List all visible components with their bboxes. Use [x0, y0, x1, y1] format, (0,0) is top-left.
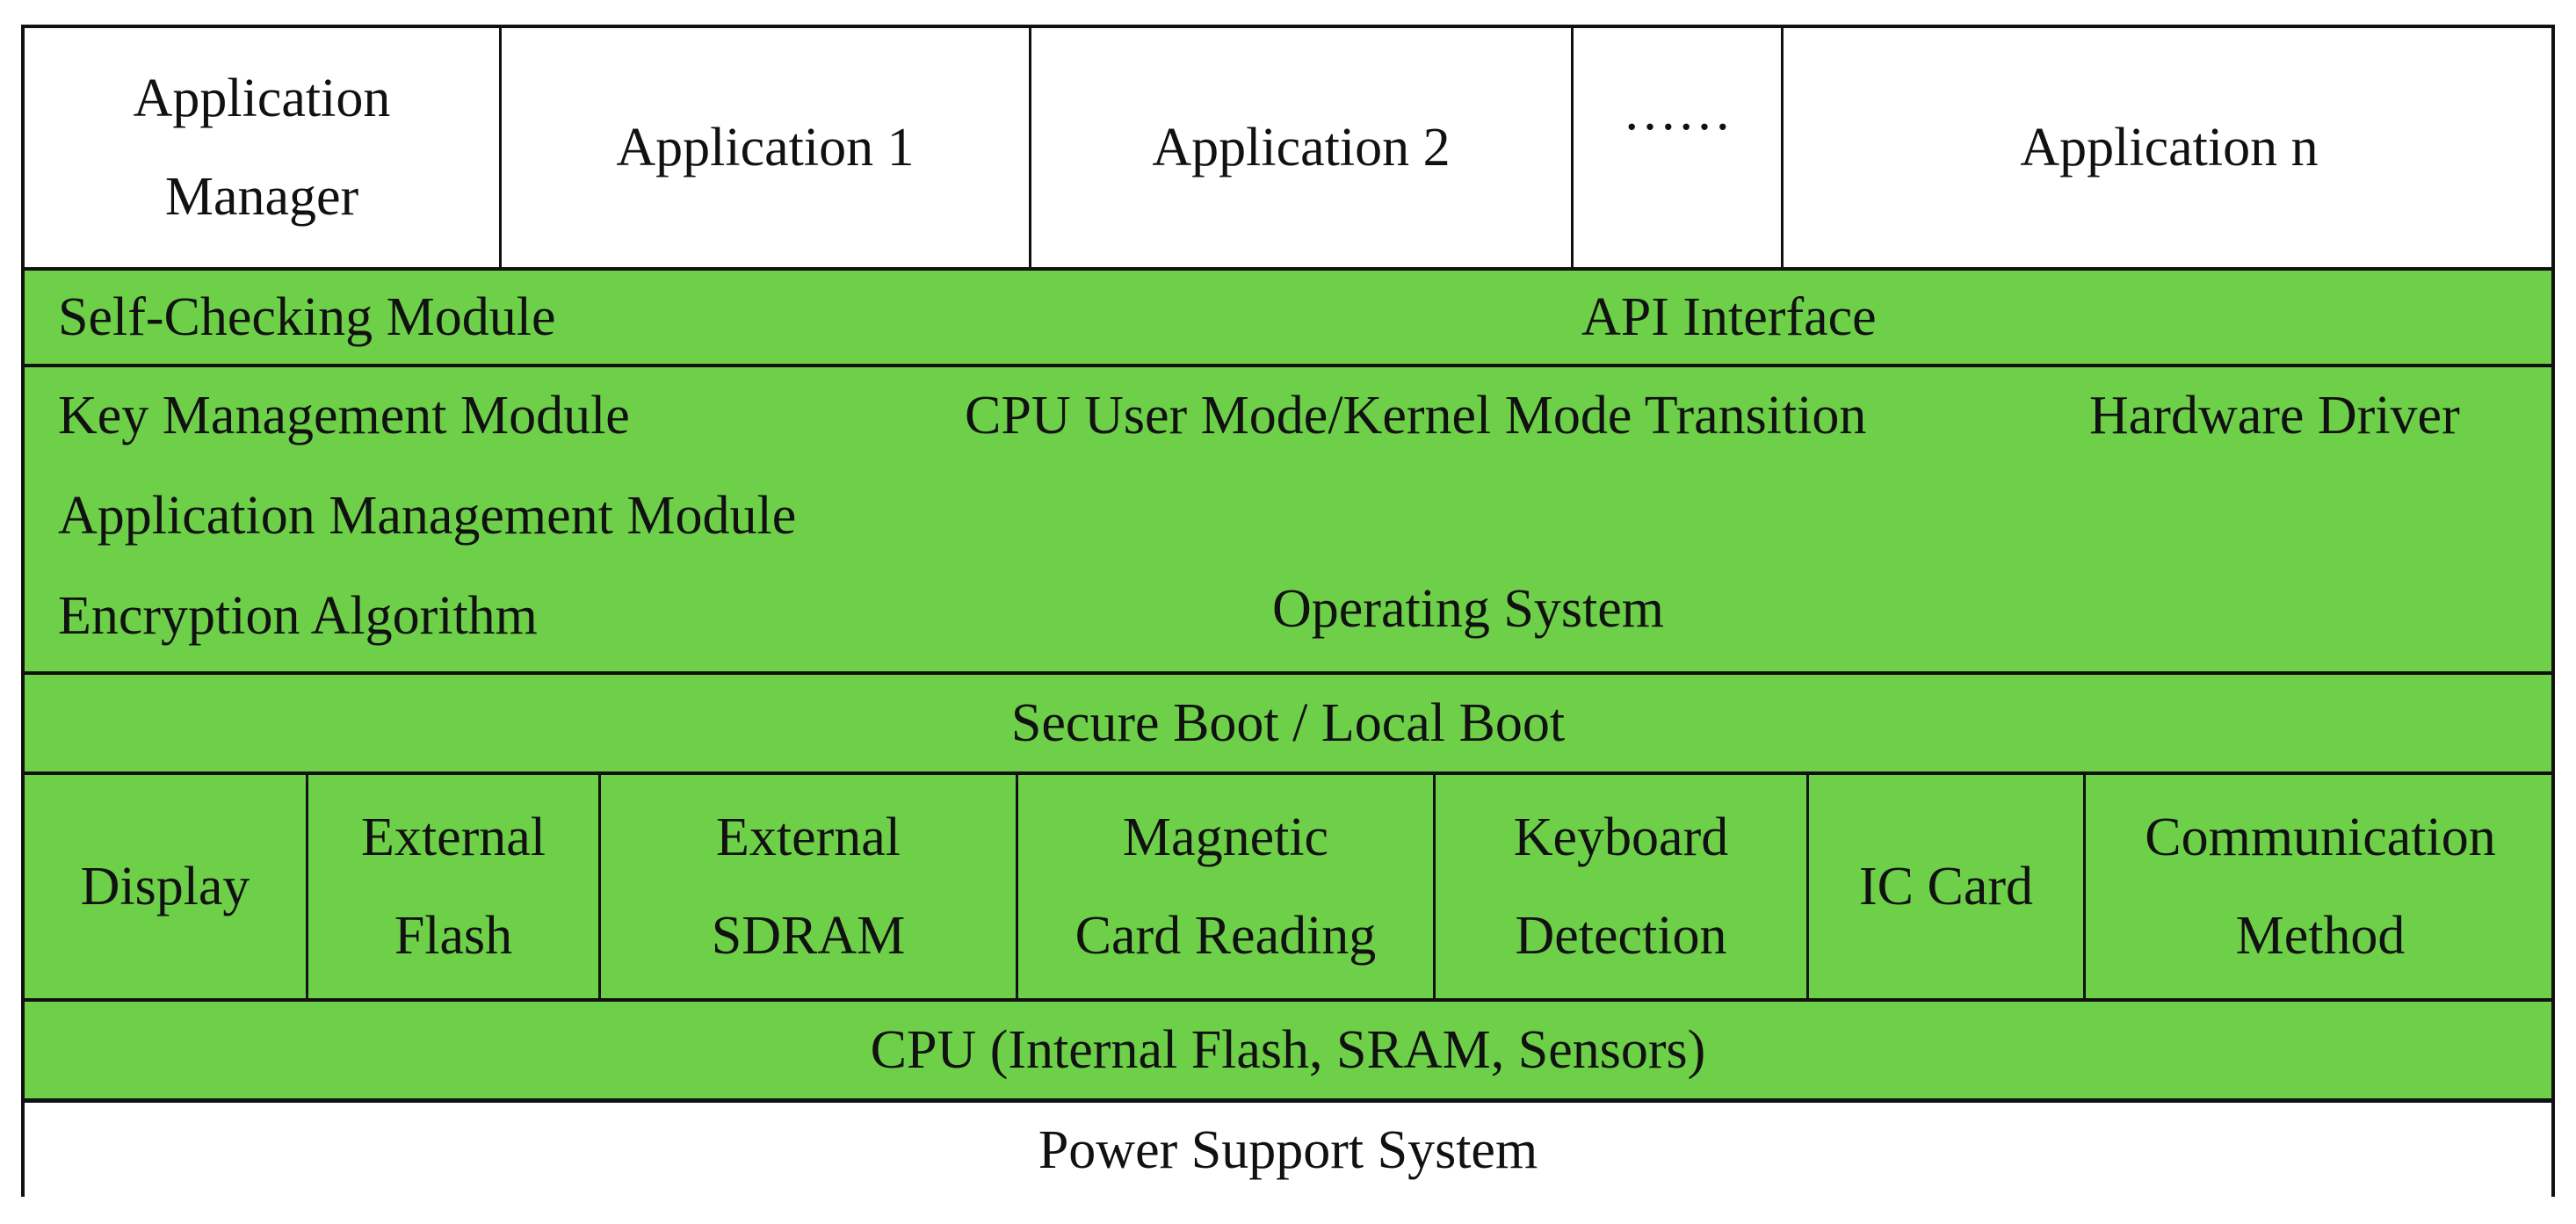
- application-1-label: Application 1: [616, 118, 915, 177]
- encryption-algorithm-label: Encryption Algorithm: [58, 586, 538, 646]
- api-interface-label: API Interface: [1581, 287, 1877, 347]
- external-sdram-line1: External: [715, 808, 901, 867]
- divider: [598, 775, 601, 998]
- secure-boot-cell: Secure Boot / Local Boot: [25, 675, 2551, 771]
- cpu-label: CPU (Internal Flash, SRAM, Sensors): [870, 1020, 1706, 1080]
- self-checking-module-label: Self-Checking Module: [58, 287, 556, 347]
- hardware-driver-label: Hardware Driver: [2089, 386, 2460, 445]
- divider: [2083, 775, 2086, 998]
- keyboard-detection-line2: Detection: [1515, 906, 1727, 966]
- application-manager-line1: Application: [133, 69, 391, 128]
- magnetic-card-line2: Card Reading: [1075, 906, 1377, 966]
- application-manager-cell: Application Manager: [25, 28, 499, 267]
- application-1-cell: Application 1: [502, 28, 1029, 267]
- communication-method-line2: Method: [2235, 906, 2406, 966]
- divider: [1433, 775, 1436, 998]
- divider: [25, 267, 2551, 271]
- ellipsis-cell: ……: [1574, 28, 1781, 195]
- display-label: Display: [80, 857, 250, 916]
- operating-system-block: Key Management Module CPU User Mode/Kern…: [25, 367, 2551, 671]
- divider: [25, 771, 2551, 775]
- divider: [25, 1098, 2551, 1103]
- divider: [25, 671, 2551, 675]
- ic-card-label: IC Card: [1858, 857, 2034, 916]
- divider: [1016, 775, 1018, 998]
- peripherals-row: Display External Flash External SDRAM Ma…: [25, 775, 2551, 998]
- power-row: Power Support System: [25, 1103, 2551, 1197]
- api-row: Self-Checking Module API Interface: [25, 271, 2551, 364]
- ellipsis-label: ……: [1623, 82, 1732, 141]
- magnetic-card-cell: Magnetic Card Reading: [1018, 775, 1433, 998]
- architecture-diagram: Application Manager Application 1 Applic…: [21, 25, 2555, 1197]
- power-cell: Power Support System: [25, 1103, 2551, 1197]
- divider: [1029, 28, 1031, 267]
- application-management-module-label: Application Management Module: [58, 486, 797, 546]
- external-sdram-line2: SDRAM: [711, 906, 906, 966]
- cpu-cell: CPU (Internal Flash, SRAM, Sensors): [25, 1002, 2551, 1098]
- divider: [1806, 775, 1809, 998]
- power-support-label: Power Support System: [1038, 1119, 1538, 1180]
- divider: [306, 775, 308, 998]
- secure-boot-label: Secure Boot / Local Boot: [1010, 693, 1566, 753]
- communication-method-cell: Communication Method: [2086, 775, 2555, 998]
- magnetic-card-line1: Magnetic: [1122, 808, 1329, 867]
- application-2-cell: Application 2: [1031, 28, 1571, 267]
- divider: [1781, 28, 1784, 267]
- application-2-label: Application 2: [1152, 118, 1451, 177]
- cpu-mode-transition-label: CPU User Mode/Kernel Mode Transition: [965, 386, 1867, 445]
- keyboard-detection-line1: Keyboard: [1513, 808, 1729, 867]
- external-flash-line1: External: [360, 808, 546, 867]
- divider: [25, 998, 2551, 1002]
- external-flash-cell: External Flash: [308, 775, 598, 998]
- divider: [499, 28, 502, 267]
- divider: [25, 364, 2551, 367]
- boot-row: Secure Boot / Local Boot: [25, 675, 2551, 771]
- cpu-row: CPU (Internal Flash, SRAM, Sensors): [25, 1002, 2551, 1098]
- ic-card-cell: IC Card: [1809, 775, 2083, 998]
- keyboard-detection-cell: Keyboard Detection: [1436, 775, 1806, 998]
- operating-system-label: Operating System: [1272, 579, 1664, 639]
- application-n-cell: Application n: [1784, 28, 2555, 267]
- application-n-label: Application n: [2020, 118, 2319, 177]
- external-sdram-cell: External SDRAM: [601, 775, 1016, 998]
- divider: [1571, 28, 1574, 267]
- applications-row: Application Manager Application 1 Applic…: [25, 28, 2551, 267]
- key-management-module-label: Key Management Module: [58, 386, 630, 445]
- application-manager-line2: Manager: [164, 167, 359, 227]
- communication-method-line1: Communication: [2145, 808, 2496, 867]
- display-cell: Display: [25, 775, 306, 998]
- external-flash-line2: Flash: [394, 906, 513, 966]
